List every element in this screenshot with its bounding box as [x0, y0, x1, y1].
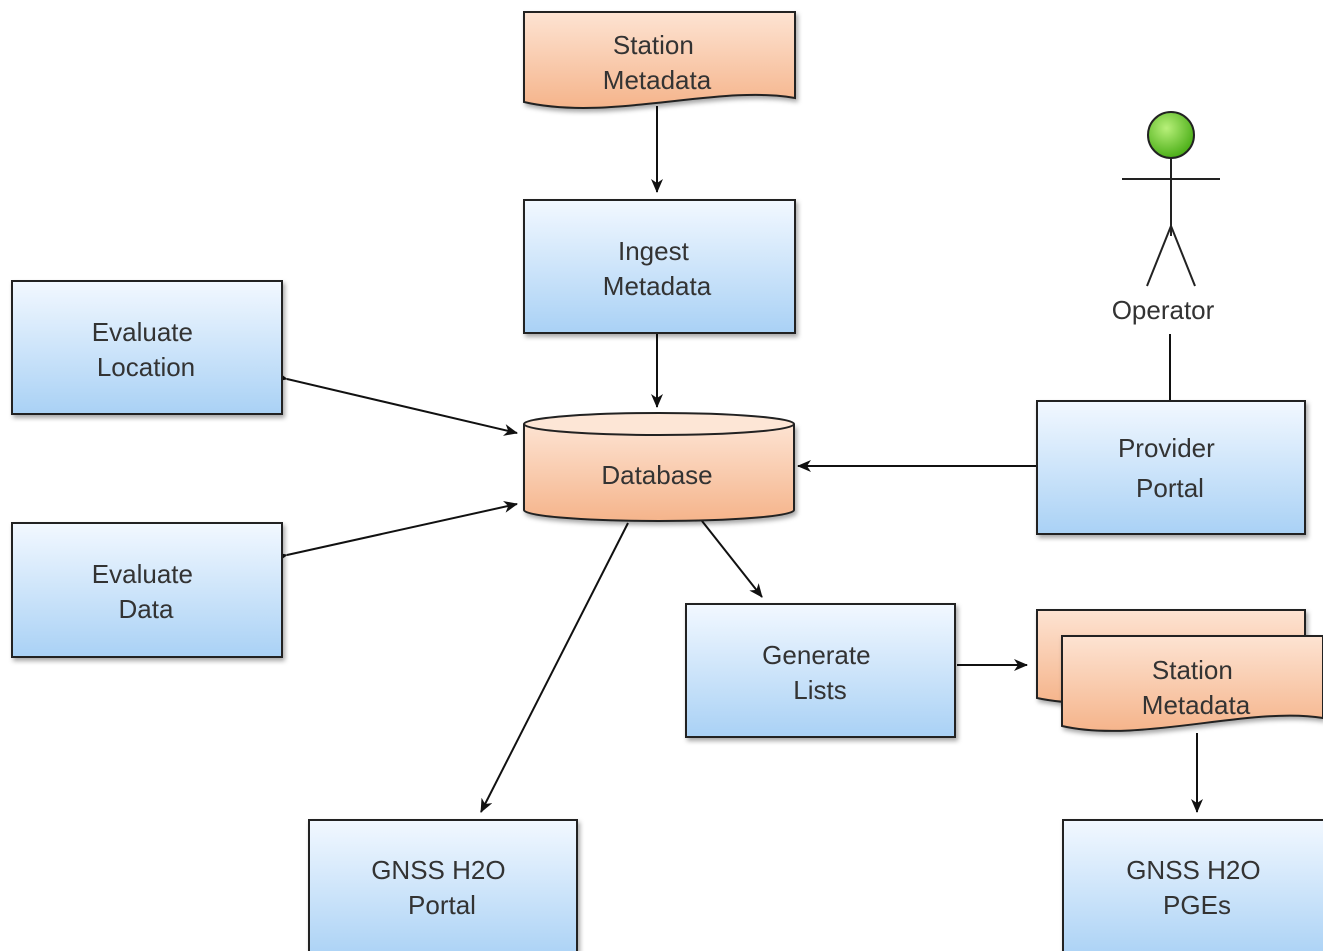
edge-database-to-generate	[701, 520, 763, 598]
operator-head	[1147, 111, 1195, 159]
evaluate-location-line1: Evaluate	[92, 317, 193, 347]
svg-text:Provider Portal: Provider Portal	[1118, 433, 1222, 503]
svg-text:Station Metadata: Station Metadata	[603, 30, 712, 95]
svg-text:GNSS H2O Portal: GNSS H2O Portal	[371, 855, 513, 920]
svg-text:Evaluate Location: Evaluate Location	[92, 317, 200, 382]
provider-portal-line2: Portal	[1136, 473, 1204, 503]
station-metadata-top-line1: Station	[613, 30, 694, 60]
node-station-metadata-multi: Station Metadata	[1036, 609, 1323, 732]
generate-lists-line2: Lists	[793, 675, 846, 705]
ingest-metadata-line1: Ingest	[618, 236, 690, 266]
provider-portal-line1: Provider	[1118, 433, 1215, 463]
station-metadata-multi-line1: Station	[1152, 655, 1233, 685]
operator-label: Operator	[1112, 295, 1215, 325]
gnss-portal-line2: Portal	[408, 890, 476, 920]
node-evaluate-location: Evaluate Location	[11, 280, 283, 415]
node-provider-portal: Provider Portal	[1036, 400, 1306, 535]
node-database: Database	[523, 412, 795, 522]
node-gnss-h2o-pges: GNSS H2O PGEs	[1062, 819, 1323, 951]
svg-text:Station Metadata: Station Metadata	[1142, 655, 1251, 720]
node-station-metadata-top: Station Metadata	[523, 11, 796, 109]
edge-location-database	[272, 370, 518, 436]
svg-text:GNSS H2O PGEs: GNSS H2O PGEs	[1126, 855, 1268, 920]
node-evaluate-data: Evaluate Data	[11, 522, 283, 658]
svg-text:Generate Lists: Generate Lists	[762, 640, 878, 705]
gnss-pges-line2: PGEs	[1163, 890, 1231, 920]
gnss-pges-line1: GNSS H2O	[1126, 855, 1260, 885]
node-generate-lists: Generate Lists	[685, 603, 956, 738]
node-gnss-h2o-portal: GNSS H2O Portal	[308, 819, 578, 951]
actor-operator: Operator	[1112, 111, 1220, 325]
evaluate-data-line2: Data	[119, 594, 174, 624]
evaluate-data-line1: Evaluate	[92, 559, 193, 589]
gnss-portal-line1: GNSS H2O	[371, 855, 505, 885]
node-ingest-metadata: Ingest Metadata	[523, 199, 796, 334]
evaluate-location-line2: Location	[97, 352, 195, 382]
database-label: Database	[601, 460, 712, 490]
station-metadata-multi-line2: Metadata	[1142, 690, 1251, 720]
edge-database-to-portal	[480, 522, 629, 813]
edge-data-database	[273, 500, 518, 564]
svg-text:Ingest Metadata: Ingest Metadata	[603, 236, 712, 301]
ingest-metadata-line2: Metadata	[603, 271, 712, 301]
station-metadata-top-line2: Metadata	[603, 65, 712, 95]
svg-text:Evaluate Data: Evaluate Data	[92, 559, 200, 624]
connectors	[272, 106, 1203, 813]
generate-lists-line1: Generate	[762, 640, 870, 670]
